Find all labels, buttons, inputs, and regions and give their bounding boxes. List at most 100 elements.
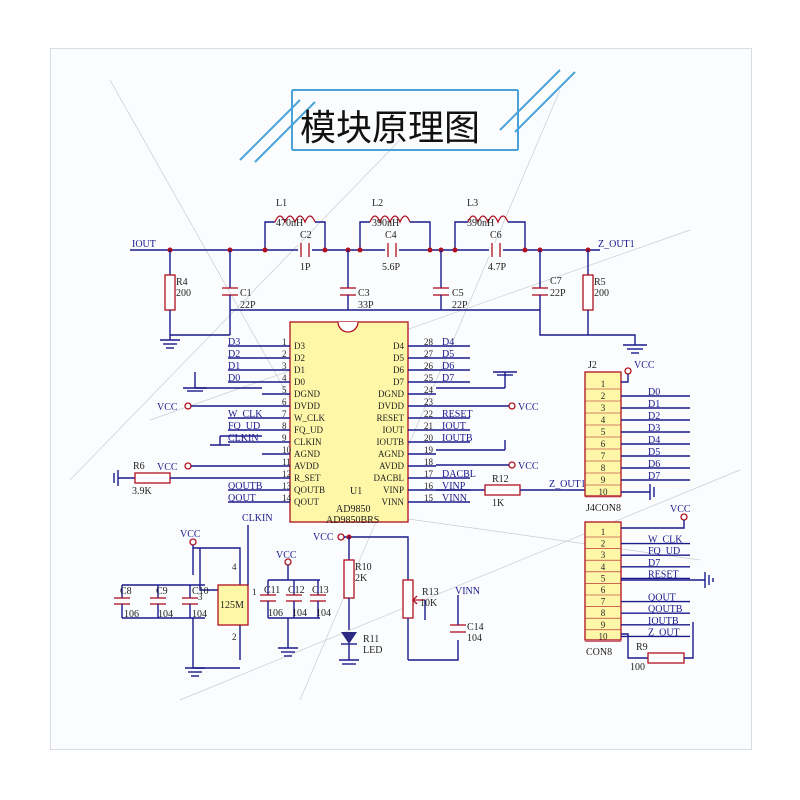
chip-pin-net: D5 [442, 349, 454, 360]
resistor-r6: R6 3.9K [113, 461, 262, 497]
c12-ref: C12 [288, 585, 305, 596]
net-zout-label: Z_OUT1 [598, 239, 635, 250]
chip-pin-number: 12 [282, 469, 291, 479]
resistor-r4: R4 200 [160, 250, 191, 349]
chip-pin-name: D0 [294, 377, 305, 387]
c8-ref: C8 [120, 586, 132, 597]
osc-value: 125M [220, 600, 244, 611]
connector-net-label: D7 [648, 558, 660, 569]
chip-pin-number: 25 [424, 373, 434, 383]
connector-pin-number: 6 [601, 585, 606, 595]
chip-pin-name: D2 [294, 353, 305, 363]
c12-value: 104 [292, 608, 307, 619]
c6-ref: C6 [490, 230, 502, 241]
connector-net-label: D7 [648, 471, 660, 482]
vcc-label-j2: VCC [634, 360, 655, 371]
j4-con-label: CON8 [586, 647, 612, 658]
connector-pin-number: 4 [601, 415, 606, 425]
c9-value: 104 [158, 609, 173, 620]
r10-value: 2K [355, 573, 368, 584]
connector-pin-number: 2 [601, 391, 606, 401]
vcc-label-osc: VCC [180, 529, 201, 540]
r11-ref: R11 [363, 634, 379, 645]
chip-pin-number: 23 [424, 397, 434, 407]
c4-ref: C4 [385, 230, 397, 241]
connector-pin-number: 9 [601, 620, 606, 630]
chip-pin-net: D6 [442, 361, 454, 372]
connector-pin-number: 3 [601, 403, 606, 413]
c7-ref: C7 [550, 276, 562, 287]
chip-pin-name: DGND [378, 389, 404, 399]
chip-pin-number: 13 [282, 481, 292, 491]
chip-pin-number: 6 [282, 397, 287, 407]
chip-pin-name: VINN [382, 497, 405, 507]
chip-pin-net: CLKIN [228, 433, 259, 444]
chip-pin-net: D1 [228, 361, 240, 372]
net-iout-label: IOUT [132, 239, 156, 250]
chip-pin-name: DVDD [378, 401, 404, 411]
c11-value: 106 [268, 608, 283, 619]
chip-pin-number: 20 [424, 433, 434, 443]
r10-ref: R10 [355, 562, 372, 573]
chip-pin-number: 16 [424, 481, 434, 491]
chip-pin-number: 14 [282, 493, 292, 503]
chip-pin-net: D4 [442, 337, 454, 348]
inductor-l1: L1 470nH [264, 198, 326, 250]
capacitor-c4: C4 5.6P [382, 230, 401, 273]
chip-pin-name: D7 [393, 377, 404, 387]
connector-net-label: D0 [648, 387, 660, 398]
inductor-l3: L3 390nH [454, 198, 526, 250]
r5-ref: R5 [594, 277, 606, 288]
chip-pin-number: 10 [282, 445, 292, 455]
chip-pin-net: IOUTB [442, 433, 473, 444]
chip-pin-number: 7 [282, 409, 287, 419]
chip-left-pins: D31D3D22D2D13D1D04D0DGND5DVDD6W_CLK7W_CL… [228, 337, 325, 507]
ad9850-chip: U1 AD9850 AD9850BRS D31D3D22D2D13D1D04D0… [228, 321, 476, 526]
chip-pin-number: 17 [424, 469, 434, 479]
osc-pin3: 3 [198, 592, 203, 602]
c14-net: VINN [455, 586, 480, 597]
chip-pin-number: 18 [424, 457, 434, 467]
page-title: 模块原理图 [300, 108, 480, 149]
c11-ref: C11 [264, 585, 280, 596]
connector-net-label: D5 [648, 447, 660, 458]
r9-value: 100 [630, 662, 645, 673]
chip-pin-number: 26 [424, 361, 434, 371]
capacitor-c3: C3 33P [340, 250, 374, 311]
connector-pin-number: 3 [601, 550, 606, 560]
connector-net-label: QOUTB [648, 604, 683, 615]
c3-ref: C3 [358, 288, 370, 299]
capacitor-c5: C5 22P [433, 250, 468, 311]
connector-net-label: W_CLK [648, 535, 683, 546]
c10-ref: C10 [192, 586, 209, 597]
capacitor-c1: C1 22P [222, 250, 256, 311]
chip-pin-number: 1 [282, 337, 287, 347]
connector-net-label: RESET [648, 569, 679, 580]
connector-pin-number: 2 [601, 539, 606, 549]
connector-pin-number: 7 [601, 597, 606, 607]
c5-value: 22P [452, 300, 468, 311]
chip-pin-name: DGND [294, 389, 320, 399]
vcc-label-avdd-right: VCC [518, 461, 539, 472]
osc-pin2: 2 [232, 632, 237, 642]
chip-power: VCC VCC VCC VCC [157, 371, 539, 473]
resistor-r12: R12 1K Z_OUT1 [436, 474, 588, 509]
r11-value: LED [363, 645, 382, 656]
chip-pin-name: QOUTB [294, 485, 325, 495]
vcc-label-avdd: VCC [157, 462, 178, 473]
chip-pin-number: 27 [424, 349, 434, 359]
chip-pin-name: DVDD [294, 401, 320, 411]
chip-pin-net: D3 [228, 337, 240, 348]
connector-net-label: D3 [648, 423, 660, 434]
chip-pin-name: AGND [378, 449, 404, 459]
connector-net-label: D2 [648, 411, 660, 422]
r9-ref: R9 [636, 642, 648, 653]
chip-pin-net: D0 [228, 373, 240, 384]
chip-pin-name: IOUTB [377, 437, 405, 447]
c5-ref: C5 [452, 288, 464, 299]
chip-pin-name: D5 [393, 353, 404, 363]
chip-pin-net: W_CLK [228, 409, 263, 420]
